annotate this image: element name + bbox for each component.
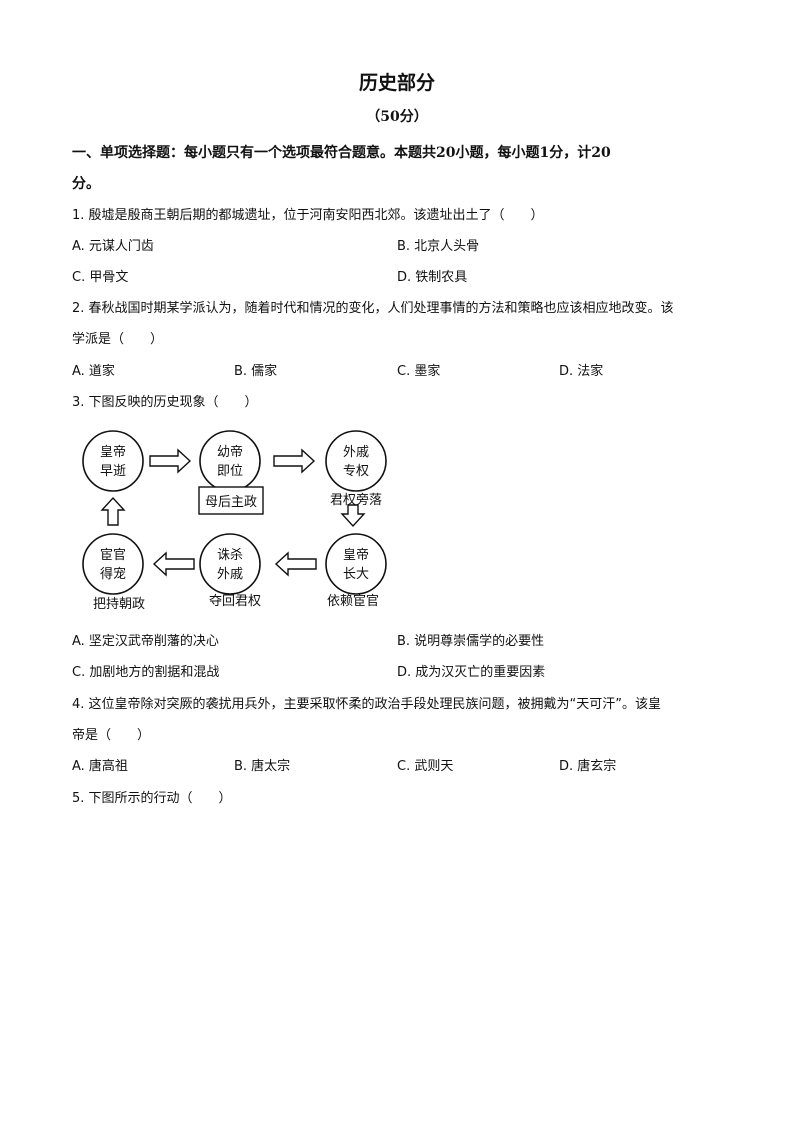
node-circle-child-emperor	[199, 430, 261, 492]
question-5-stem: 5. 下图所示的行动（ ）	[72, 791, 232, 806]
node-4-line-1: 诛杀	[217, 547, 243, 563]
node-2-line-1: 外戚	[343, 445, 369, 460]
q2-option-a[interactable]: A. 道家	[72, 364, 115, 379]
caption-power-decline: 君权旁落	[330, 492, 382, 508]
section-heading-cont: 分。	[72, 176, 100, 192]
arrow-up-icon	[100, 496, 126, 526]
page-title: 历史部分	[358, 72, 435, 94]
question-4-stem-cont: 帝是（ ）	[72, 728, 151, 743]
node-0-line-1: 皇帝	[100, 444, 126, 460]
node-circle-emperor-dies	[82, 430, 144, 492]
q3-option-b[interactable]: B. 说明尊崇儒学的必要性	[397, 634, 545, 649]
q1-option-a[interactable]: A. 元谋人门齿	[72, 239, 154, 254]
q1-option-c[interactable]: C. 甲骨文	[72, 270, 129, 285]
arrow-right-icon	[273, 448, 316, 474]
arrow-down-icon	[340, 504, 366, 528]
section-heading: 一、单项选择题：每小题只有一个选项最符合题意。本题共20小题，每小题1分，计20	[72, 145, 611, 161]
q4-option-d[interactable]: D. 唐玄宗	[559, 759, 617, 774]
node-0-line-2: 早逝	[100, 464, 126, 479]
history-cycle-diagram: 皇帝 早逝 幼帝 即位 外戚 专权 宦官 得宠 诛杀 外戚 皇帝 长大 母后主政…	[82, 430, 387, 612]
node-circle-eunuch-favored	[82, 533, 144, 595]
caption-rely-eunuch: 依赖宦官	[327, 593, 379, 609]
node-circle-emperor-grows	[325, 533, 387, 595]
q3-option-d[interactable]: D. 成为汉灭亡的重要因素	[397, 665, 546, 680]
label-box	[198, 486, 264, 515]
question-3-stem: 3. 下图反映的历史现象（ ）	[72, 395, 258, 410]
q2-option-c[interactable]: C. 墨家	[397, 364, 441, 379]
arrow-left-icon	[152, 551, 195, 577]
q3-option-c[interactable]: C. 加剧地方的割据和混战	[72, 665, 220, 680]
q1-option-b[interactable]: B. 北京人头骨	[397, 239, 480, 254]
arrow-left-icon	[274, 551, 317, 577]
node-circle-consort-power	[325, 430, 387, 492]
caption-regain-power: 夺回君权	[209, 593, 261, 609]
question-2-stem-cont: 学派是（ ）	[72, 332, 164, 347]
q2-option-d[interactable]: D. 法家	[559, 364, 604, 379]
node-circle-kill-consort	[199, 533, 261, 595]
q1-option-d[interactable]: D. 铁制农具	[397, 270, 468, 285]
node-5-line-1: 皇帝	[343, 547, 369, 563]
node-3-line-2: 得宠	[100, 566, 126, 582]
q4-option-c[interactable]: C. 武则天	[397, 759, 454, 774]
node-1-line-2: 即位	[217, 464, 243, 479]
question-2-stem: 2. 春秋战国时期某学派认为，随着时代和情况的变化，人们处理事情的方法和策略也应…	[72, 301, 674, 316]
q2-option-b[interactable]: B. 儒家	[234, 364, 278, 379]
node-3-line-1: 宦官	[100, 547, 126, 563]
node-4-line-2: 外戚	[217, 567, 243, 582]
node-5-line-2: 长大	[343, 567, 369, 582]
caption-control-court: 把持朝政	[93, 597, 145, 612]
arrow-right-icon	[149, 448, 192, 474]
question-1-stem: 1. 殷墟是殷商王朝后期的都城遗址，位于河南安阳西北郊。该遗址出土了（ ）	[72, 208, 544, 223]
box-label: 母后主政	[205, 495, 257, 510]
q3-option-a[interactable]: A. 坚定汉武帝削藩的决心	[72, 634, 219, 649]
q4-option-a[interactable]: A. 唐高祖	[72, 759, 128, 774]
question-4-stem: 4. 这位皇帝除对突厥的袭扰用兵外，主要采取怀柔的政治手段处理民族问题，被拥戴为…	[72, 697, 662, 712]
q4-option-b[interactable]: B. 唐太宗	[234, 759, 291, 774]
node-1-line-1: 幼帝	[217, 444, 243, 460]
score-note: （50分）	[366, 109, 428, 125]
node-2-line-2: 专权	[343, 463, 369, 479]
